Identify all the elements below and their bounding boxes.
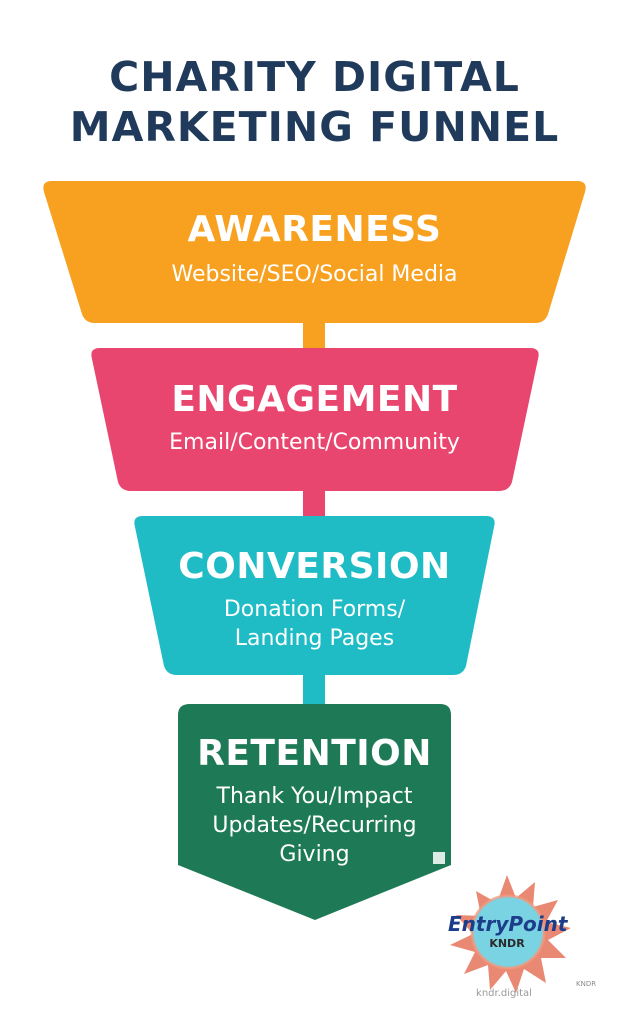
stage-retention: RETENTION Thank You/Impact Updates/Recur… — [0, 732, 629, 869]
stage-name: AWARENESS — [187, 209, 442, 250]
brand-text: EntryPoint — [448, 912, 568, 936]
stage-shape-retention — [178, 704, 451, 920]
starburst-icon — [450, 875, 571, 993]
corner-tag — [433, 852, 445, 864]
stage-shape-engagement — [91, 348, 539, 491]
stage-desc-line: Updates/Recurring — [212, 813, 417, 838]
stage-name: ENGAGEMENT — [171, 379, 458, 420]
title-line-1: CHARITY DIGITAL — [109, 53, 520, 101]
brand-mark: KNDR — [576, 980, 597, 988]
title-line-2: MARKETING FUNNEL — [69, 103, 560, 151]
stage-desc: Email/Content/Community — [0, 428, 629, 457]
connector-3 — [303, 670, 325, 710]
stage-name: CONVERSION — [178, 546, 451, 587]
stage-shape-awareness — [43, 181, 586, 323]
stage-desc-line: Donation Forms/ — [223, 597, 406, 622]
stage-conversion: CONVERSION Donation Forms/ Landing Pages — [0, 545, 629, 653]
stage-desc-line: Thank You/Impact — [216, 784, 413, 809]
stage-engagement: ENGAGEMENT Email/Content/Community — [0, 378, 629, 457]
page-title: CHARITY DIGITAL MARKETING FUNNEL — [0, 52, 629, 152]
stage-desc-line: Landing Pages — [234, 626, 395, 651]
entrypoint-logo: EntryPoint KNDR kndr.digital KNDR — [440, 870, 596, 1010]
stage-desc-line: Giving — [279, 842, 350, 867]
brand-subtext: KNDR — [489, 937, 525, 950]
stage-desc: Website/SEO/Social Media — [0, 260, 629, 289]
stage-name: RETENTION — [197, 733, 432, 774]
stage-desc-line: Website/SEO/Social Media — [171, 262, 458, 287]
stage-desc: Donation Forms/ Landing Pages — [0, 595, 629, 653]
stage-shape-conversion — [134, 516, 495, 675]
stage-desc-line: Email/Content/Community — [169, 430, 460, 455]
brand-domain: kndr.digital — [476, 988, 532, 999]
stage-awareness: AWARENESS Website/SEO/Social Media — [0, 208, 629, 289]
stage-desc: Thank You/Impact Updates/Recurring Givin… — [0, 782, 629, 869]
